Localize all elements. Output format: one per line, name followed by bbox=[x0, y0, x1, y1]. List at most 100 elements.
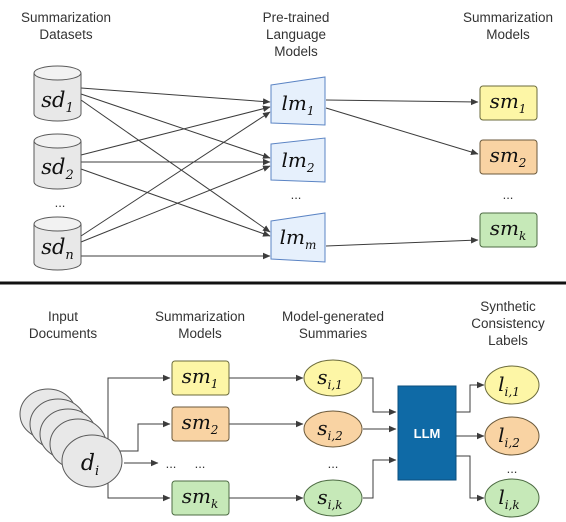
lm2-label: lm2 bbox=[281, 148, 314, 175]
lm-ellipsis: ... bbox=[291, 187, 302, 202]
document-front bbox=[61, 434, 123, 488]
edge-lm1-sm2 bbox=[325, 107, 479, 156]
edge-lm1-sm1 bbox=[325, 98, 479, 106]
llm-rect bbox=[397, 385, 457, 481]
header-summaries-line2: Summaries bbox=[299, 326, 368, 341]
edge-llm-lk bbox=[456, 455, 485, 502]
summary-s-ik-label: si,k bbox=[317, 485, 342, 512]
header-lms-line1: Pre-trained bbox=[263, 10, 330, 25]
bottom-smk-label: smk bbox=[182, 484, 219, 511]
summary-s-i2-label: si,2 bbox=[317, 416, 343, 443]
summary-shape bbox=[303, 410, 363, 448]
label-shape bbox=[484, 416, 540, 456]
top-sm2-label: sm2 bbox=[490, 143, 527, 170]
edge-llm-l1 bbox=[456, 381, 485, 413]
summary-shape bbox=[303, 359, 363, 397]
header-datasets-line2: Datasets bbox=[39, 27, 93, 42]
edge-doc-smk bbox=[107, 476, 171, 502]
header-synthetic-labels: Synthetic Consistency Labels bbox=[471, 299, 545, 348]
edge-sdn-lm2 bbox=[80, 165, 271, 243]
input-document-stack: di bbox=[19, 388, 123, 488]
label-l-i2-label: li,2 bbox=[498, 423, 520, 450]
label-l-i2: li,2 bbox=[484, 416, 540, 456]
header-datasets-line1: Summarization bbox=[21, 10, 111, 25]
header-language-models: Pre-trained Language Models bbox=[263, 10, 330, 59]
header-labels-line1: Synthetic bbox=[480, 299, 536, 314]
header-summarization-models-top: Summarization Models bbox=[463, 10, 553, 42]
top-model-sm2: sm2 bbox=[479, 139, 538, 175]
edge-doc-sm2 bbox=[120, 420, 171, 452]
lmm-label: lmm bbox=[280, 225, 317, 252]
cylinder-top bbox=[33, 216, 82, 232]
summary-s-ik: si,k bbox=[303, 479, 363, 517]
edge-sdn-lm1 bbox=[80, 111, 271, 237]
bottom-model-sm1: sm1 bbox=[171, 360, 230, 396]
top-model-smk: smk bbox=[479, 212, 538, 248]
header-models-top-line1: Summarization bbox=[463, 10, 553, 25]
dataset-sdn-label: sdn bbox=[41, 235, 74, 263]
header-datasets: Summarization Datasets bbox=[21, 10, 111, 42]
edge-sd1-lm1 bbox=[80, 87, 271, 105]
header-docs-line1: Input bbox=[48, 309, 78, 324]
cylinder-body bbox=[33, 73, 82, 122]
header-lms-line3: Models bbox=[274, 44, 318, 59]
bottom-model-smk: smk bbox=[171, 480, 230, 516]
header-lms-line2: Language bbox=[266, 27, 326, 42]
header-labels-line3: Labels bbox=[488, 333, 528, 348]
top-smk-label: smk bbox=[490, 216, 527, 243]
header-summarization-models-bottom: Summarization Models bbox=[155, 309, 245, 341]
label-ellipsis: ... bbox=[507, 461, 518, 476]
lm-shape bbox=[270, 212, 326, 263]
model-box bbox=[171, 360, 230, 396]
cylinder-body bbox=[33, 141, 82, 190]
summary-shape bbox=[303, 479, 363, 517]
dataset-sd2: sd2 bbox=[33, 133, 82, 190]
model-box bbox=[171, 480, 230, 516]
header-summaries-line1: Model-generated bbox=[282, 309, 384, 324]
header-models-top-line2: Models bbox=[486, 27, 530, 42]
edge-sd1-lm2 bbox=[80, 93, 271, 159]
model-box bbox=[479, 85, 538, 121]
llm-label: LLM bbox=[414, 426, 441, 441]
summary-s-i1: si,1 bbox=[303, 359, 363, 397]
language-model-lm1: lm1 bbox=[270, 76, 326, 126]
edge-lmm-smk bbox=[325, 237, 479, 247]
edge-sd1-lmm bbox=[80, 99, 271, 233]
cylinder-body bbox=[33, 224, 82, 271]
label-shape bbox=[484, 478, 540, 518]
dataset-ellipsis: ... bbox=[55, 195, 66, 210]
header-models-bottom-line1: Summarization bbox=[155, 309, 245, 324]
llm-box: LLM bbox=[397, 385, 457, 481]
header-docs-line2: Documents bbox=[29, 326, 98, 341]
top-model-ellipsis: ... bbox=[503, 187, 514, 202]
header-model-generated-summaries: Model-generated Summaries bbox=[282, 309, 384, 341]
edge-sk-llm bbox=[363, 456, 397, 499]
model-box bbox=[171, 406, 230, 442]
bottom-sm2-label: sm2 bbox=[182, 410, 219, 437]
edge-s1-llm bbox=[363, 377, 397, 416]
top-edges bbox=[80, 87, 479, 260]
summary-ellipsis: ... bbox=[328, 456, 339, 471]
edge-sd2-lm1 bbox=[80, 105, 271, 156]
row-ellipsis: ... bbox=[166, 456, 177, 471]
dataset-sdn: sdn bbox=[33, 216, 82, 271]
edge-doc-sm1 bbox=[107, 374, 171, 445]
top-model-sm1: sm1 bbox=[479, 85, 538, 121]
dataset-sd1: sd1 bbox=[33, 65, 82, 122]
dataset-sd1-label: sd1 bbox=[41, 88, 74, 116]
document-label: di bbox=[81, 451, 99, 479]
dataset-sd2-label: sd2 bbox=[41, 155, 74, 183]
label-l-i1-label: li,1 bbox=[498, 372, 520, 399]
lm1-label: lm1 bbox=[281, 91, 314, 118]
top-sm1-label: sm1 bbox=[490, 89, 527, 116]
summary-s-i1-label: si,1 bbox=[317, 365, 343, 392]
label-l-i1: li,1 bbox=[484, 365, 540, 405]
edge-sd2-lmm bbox=[80, 168, 271, 237]
header-labels-line2: Consistency bbox=[471, 316, 545, 331]
cylinder-top bbox=[33, 65, 82, 81]
header-input-documents: Input Documents bbox=[29, 309, 98, 341]
bottom-model-sm2: sm2 bbox=[171, 406, 230, 442]
summary-s-i2: si,2 bbox=[303, 410, 363, 448]
language-model-lm2: lm2 bbox=[270, 137, 326, 183]
